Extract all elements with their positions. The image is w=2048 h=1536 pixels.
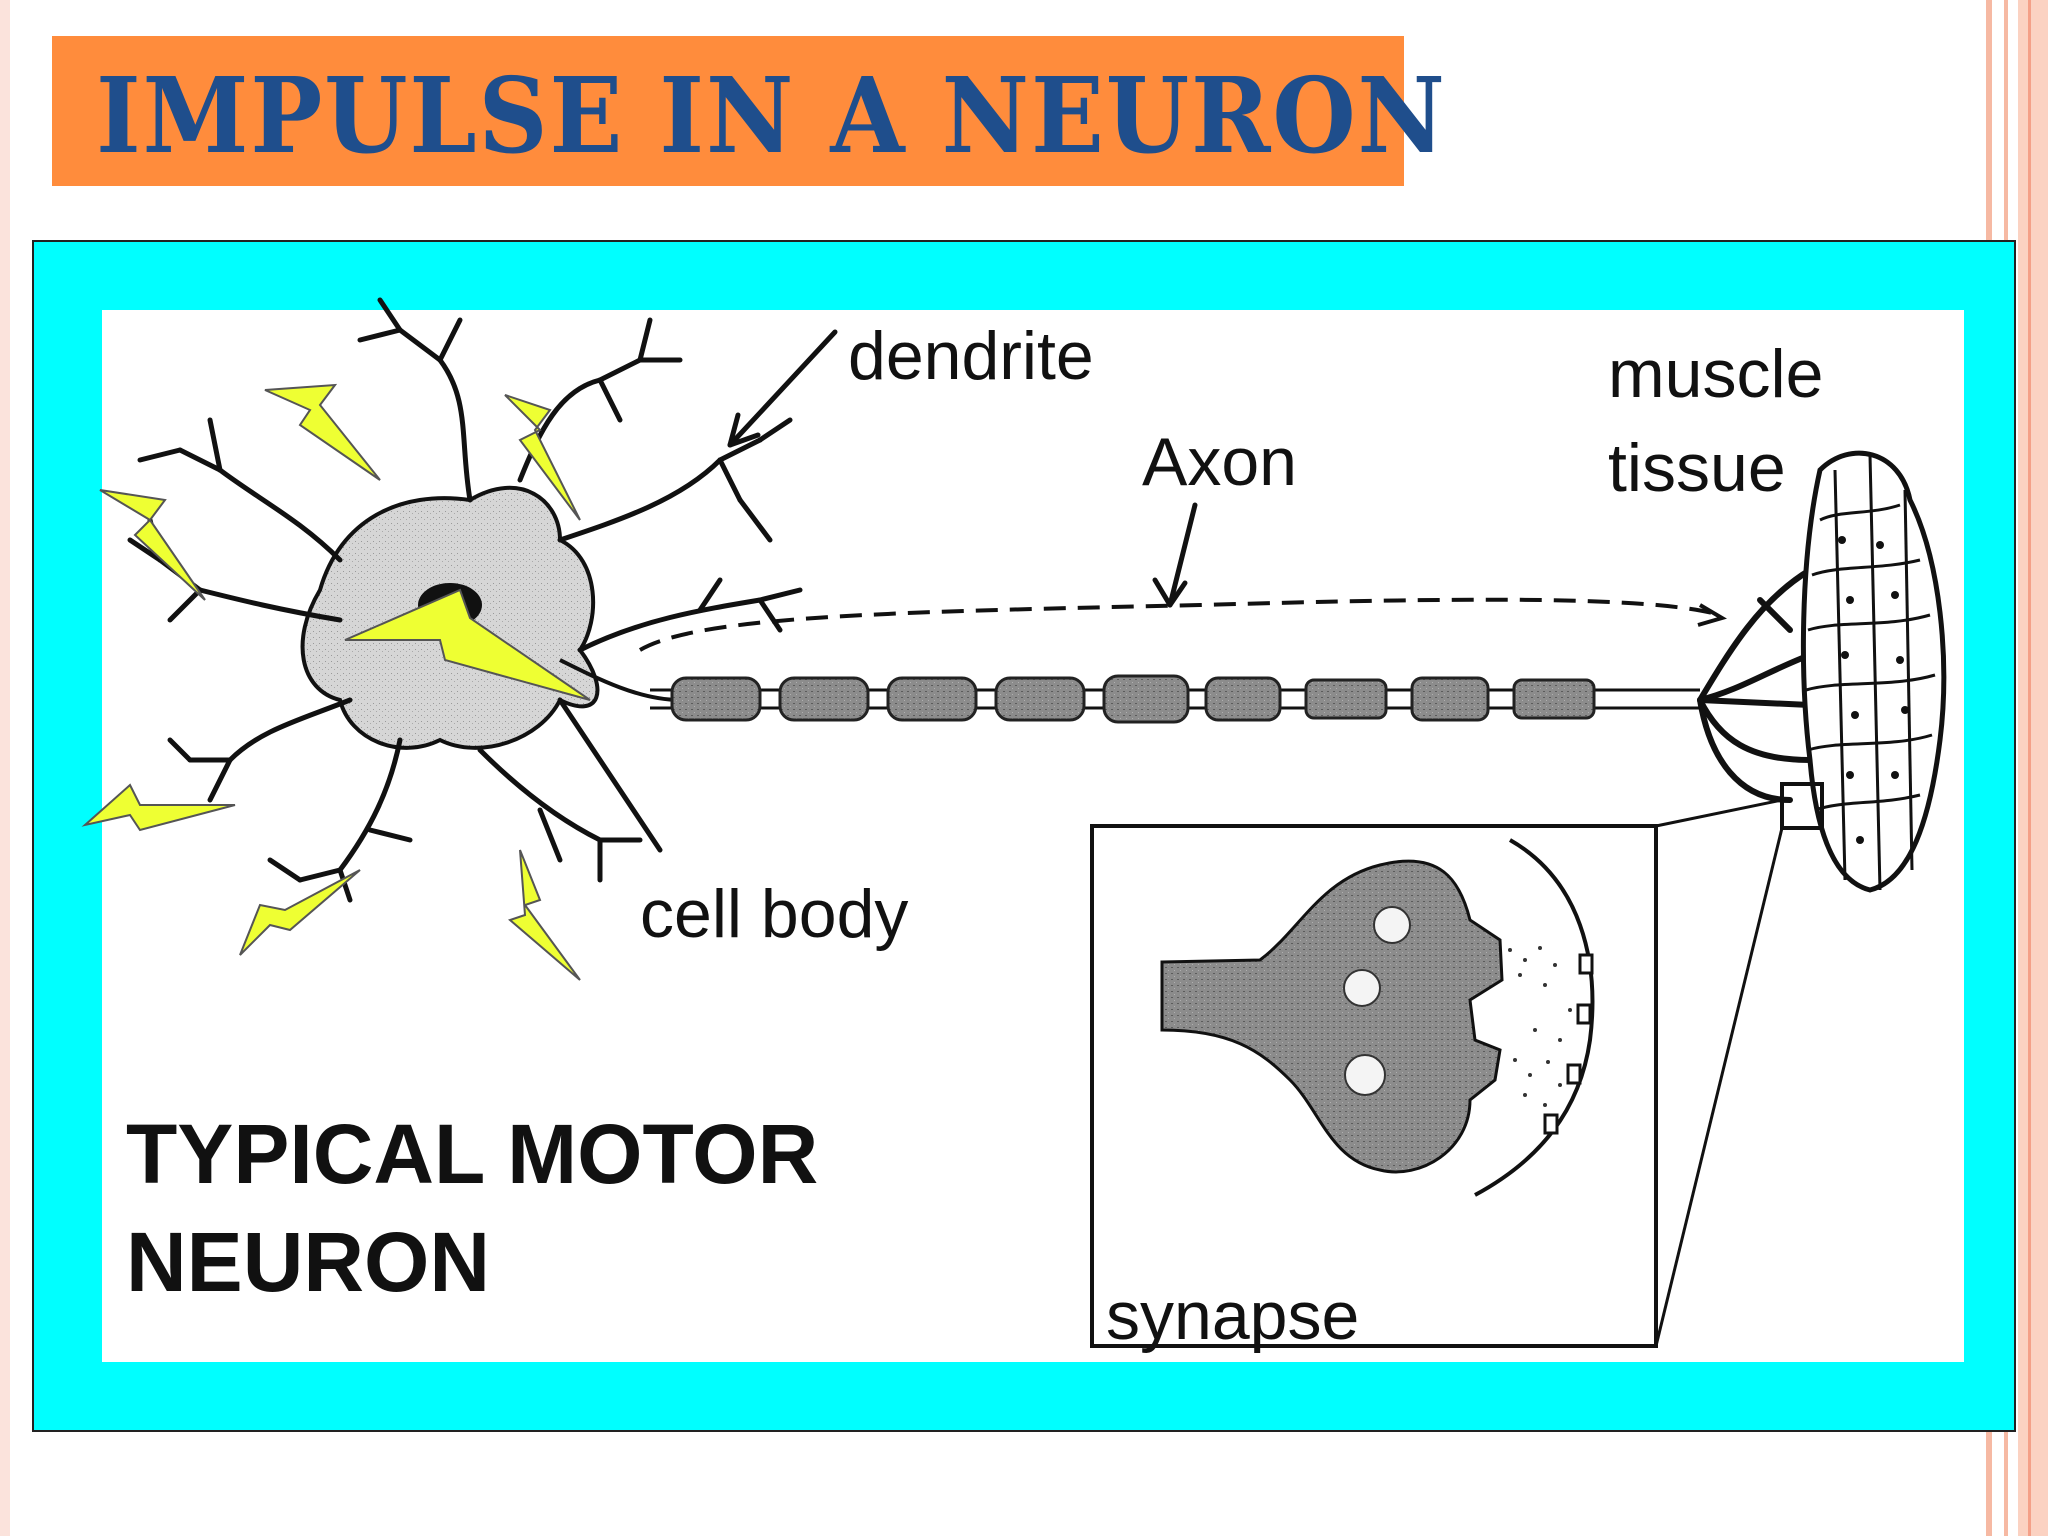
dendrites: [127, 297, 803, 903]
impulse-bolt: [99, 489, 206, 601]
muscle-membrane: [1474, 838, 1595, 1197]
synapse-inset: [1090, 798, 1784, 1348]
impulse-bolts: [81, 383, 591, 981]
label-cell-body: cell body: [640, 876, 909, 952]
synaptic-knob: [1160, 859, 1504, 1174]
neurotransmitter-dots: [1508, 946, 1572, 1107]
myelin-sheath: [670, 674, 1596, 724]
heading-line-2: NEURON: [126, 1215, 491, 1309]
title-banner: IMPULSE IN A NEURON: [52, 36, 1445, 186]
impulse-bolt: [264, 383, 381, 481]
dendrite-arrow: [727, 329, 838, 448]
impulse-bolt: [344, 588, 591, 701]
label-dendrite: dendrite: [848, 318, 1094, 394]
synapse-zoom-marker: [1780, 782, 1824, 830]
heading-line-1: TYPICAL MOTOR: [126, 1107, 819, 1201]
muscle-cells: [1805, 454, 1936, 891]
label-muscle: muscle: [1608, 336, 1824, 412]
cell-body: [300, 485, 681, 750]
diagram-heading: TYPICAL MOTOR NEURON: [126, 1100, 818, 1316]
impulse-bolt: [508, 849, 581, 981]
axon-arrow: [1167, 502, 1198, 608]
axon-terminal: [1697, 557, 1833, 803]
left-border-strip: [0, 0, 10, 1536]
impulse-bolt: [239, 869, 361, 956]
label-tissue: tissue: [1608, 430, 1786, 506]
impulse-bolt: [81, 783, 236, 832]
synaptic-vesicles: [1343, 906, 1411, 1096]
label-synapse: synapse: [1106, 1278, 1360, 1354]
slide-title: IMPULSE IN A NEURON: [96, 54, 1447, 177]
impulse-bolt: [504, 394, 581, 521]
muscle-tissue: [1780, 450, 1947, 893]
axon: [638, 597, 1727, 724]
label-axon: Axon: [1142, 424, 1297, 500]
label-arrows: [727, 329, 1198, 608]
